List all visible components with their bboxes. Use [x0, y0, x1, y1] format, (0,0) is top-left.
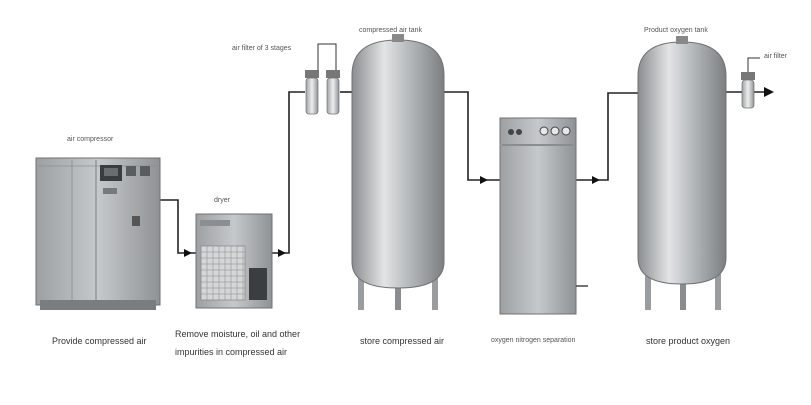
pipe-tank-to-generator — [444, 91, 500, 181]
arrow-into-generator — [480, 176, 488, 184]
arrow-into-dryer — [184, 249, 192, 257]
caption-oxygen-tank: store product oxygen — [646, 336, 731, 346]
dryer-tag: dryer — [214, 197, 230, 204]
refrigerated-dryer — [195, 213, 273, 309]
caption-dryer-line2: impurities in compressed air — [175, 347, 288, 357]
compressor-tag: air compressor — [67, 136, 114, 143]
product-oxygen-tank — [637, 36, 727, 310]
air-compressor — [35, 157, 161, 310]
pipe-dryer-to-filters — [272, 91, 305, 254]
pipe-compressor-to-dryer — [160, 199, 196, 254]
outlet-filter — [741, 57, 760, 109]
compressed-air-tank — [351, 34, 445, 310]
outlet-filter-tag: air filter — [764, 53, 787, 60]
arrow-oxygen-out — [764, 87, 774, 97]
caption-compressor: Provide compressed air — [52, 336, 147, 346]
line-filters — [305, 43, 340, 115]
arrow-after-dryer — [278, 249, 286, 257]
oxygen-generator — [499, 117, 588, 315]
caption-air-tank: store compressed air — [360, 336, 445, 346]
caption-dryer-line1: Remove moisture, oil and other — [175, 329, 301, 339]
filters-tag: air filter of 3 stages — [232, 45, 292, 52]
pipe-generator-to-oxygen-tank — [576, 92, 640, 181]
flow-arrows — [184, 87, 774, 257]
arrow-out-generator — [592, 176, 600, 184]
air-tank-tag: compressed air tank — [359, 27, 423, 34]
oxygen-tank-tag: Product oxygen tank — [644, 27, 708, 34]
caption-generator: oxygen nitrogen separation — [491, 337, 576, 344]
